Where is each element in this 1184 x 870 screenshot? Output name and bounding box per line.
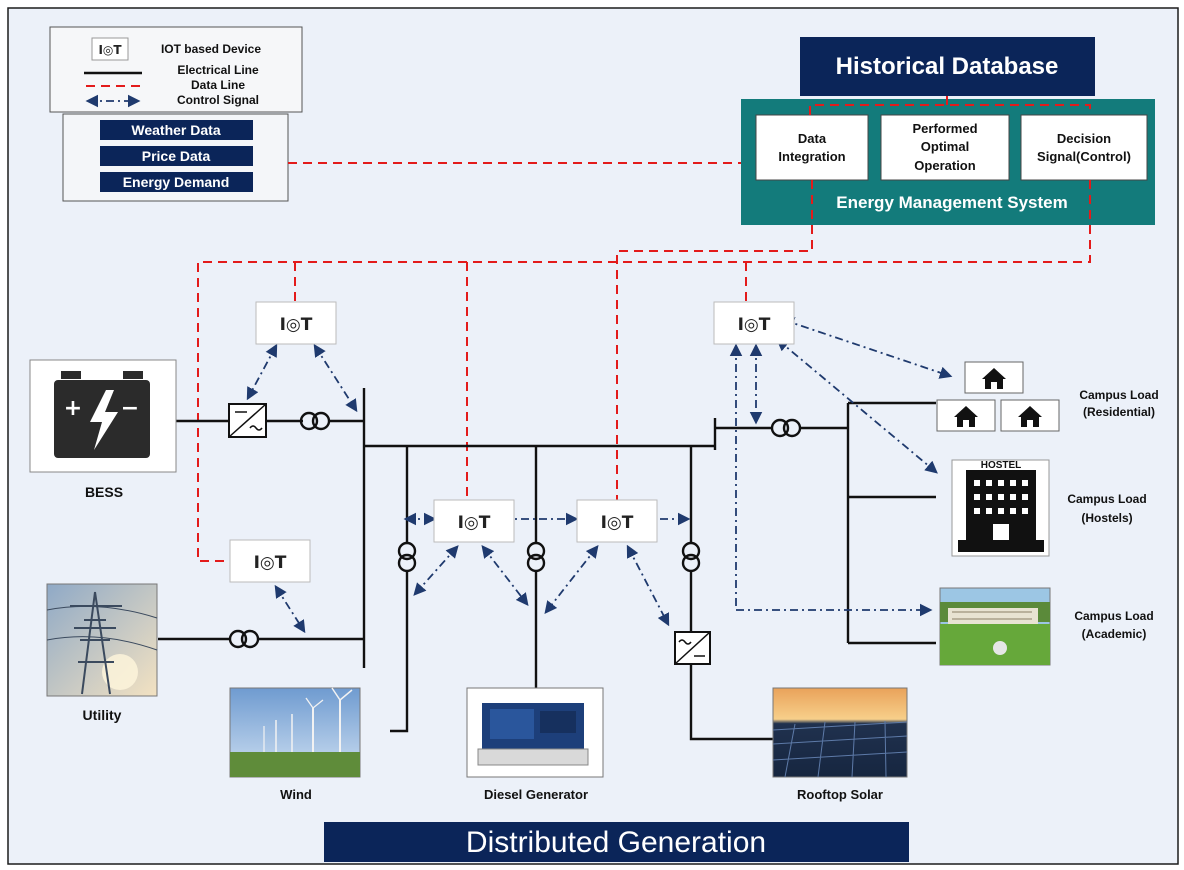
iot-icon: I◎T — [280, 315, 313, 335]
ems-title: Energy Management System — [836, 193, 1067, 212]
ctrl-iot2-utility — [274, 584, 306, 634]
svg-text:+: + — [64, 396, 82, 421]
input-data-panel: Weather Data Price Data Energy Demand — [62, 113, 289, 202]
ems-box3-line1: Decision — [1057, 131, 1111, 146]
iot-device-1: I◎T — [255, 301, 337, 345]
legend-iot-icon — [91, 37, 129, 61]
house-icon — [964, 361, 1024, 394]
ctrl-iot3-diesel — [481, 545, 529, 606]
hostel-building-icon: HOSTEL — [951, 459, 1050, 557]
ems-box2-line2: Optimal — [921, 139, 969, 154]
legend: I◎T IOT based Device Electrical Line Dat… — [49, 26, 303, 113]
ems-box1-line1: Data — [798, 131, 827, 146]
iot-icon: I◎T — [601, 513, 634, 533]
energy-demand-label: Energy Demand — [123, 174, 230, 190]
transformer-solar — [681, 541, 701, 573]
ems-decision-signal-box — [1020, 114, 1148, 181]
diesel-generator-picture — [466, 687, 604, 778]
ctrl-iot1-converter — [246, 343, 278, 401]
ems-box2-line3: Operation — [914, 158, 975, 173]
electrical-lines — [158, 388, 936, 741]
utility-label: Utility — [83, 707, 122, 723]
price-data-tag — [100, 146, 253, 166]
house-icon — [936, 399, 996, 432]
ems-box3-line2: Signal(Control) — [1037, 149, 1131, 164]
ems-optimal-operation-box — [880, 114, 1010, 181]
data-line-ems-to-iot4 — [616, 180, 813, 500]
utility-pylon-picture — [46, 583, 158, 697]
bess-battery-icon: + − — [29, 359, 177, 473]
distributed-generation-title: Distributed Generation — [466, 826, 766, 859]
legend-iot-glyph: I◎T — [98, 43, 122, 57]
residential-houses — [936, 361, 1060, 432]
control-signals — [246, 317, 953, 634]
iot-icon: I◎T — [458, 513, 491, 533]
energy-management-system: Data Integration Performed Optimal Opera… — [741, 99, 1155, 225]
legend-iot-label: IOT based Device — [161, 42, 261, 56]
data-lines — [197, 96, 1091, 562]
transformer-utility — [228, 629, 260, 649]
diesel-generator-label: Diesel Generator — [484, 787, 588, 802]
ems-box2-line1: Performed — [912, 121, 977, 136]
solar-inverter — [674, 631, 711, 665]
distributed-generation-banner — [324, 822, 909, 862]
transformer-bess — [299, 411, 331, 431]
ctrl-iot5-hostel — [776, 338, 938, 474]
academic-building-picture — [939, 587, 1051, 666]
weather-data-label: Weather Data — [131, 122, 220, 138]
bess-label: BESS — [85, 484, 123, 500]
iot-device-2: I◎T — [229, 539, 311, 583]
residential-load-label-1: Campus Load — [1079, 388, 1158, 402]
academic-load-label-2: (Academic) — [1082, 627, 1147, 641]
hostel-load-label-2: (Hostels) — [1081, 511, 1132, 525]
wind-turbine-picture — [229, 687, 361, 778]
historical-database-title: Historical Database — [836, 53, 1059, 80]
academic-load-label-1: Campus Load — [1074, 609, 1153, 623]
weather-data-tag — [100, 120, 253, 140]
ctrl-iot3-wind — [413, 545, 459, 596]
svg-text:−: − — [121, 396, 139, 421]
price-data-label: Price Data — [142, 148, 211, 164]
legend-box — [49, 26, 303, 113]
iot-device-3: I◎T — [433, 499, 515, 543]
iot-device-4: I◎T — [576, 499, 658, 543]
ctrl-iot4-solar — [626, 544, 670, 627]
hostel-sign: HOSTEL — [981, 460, 1022, 471]
ems-data-integration-box — [755, 114, 869, 181]
hostel-load-label-1: Campus Load — [1067, 492, 1146, 506]
solar-line-c — [689, 664, 773, 741]
ctrl-iot4-diesel — [544, 545, 599, 614]
legend-electrical-label: Electrical Line — [177, 63, 259, 77]
energy-demand-tag — [100, 172, 253, 192]
iot-device-5: I◎T — [713, 301, 795, 345]
wind-label: Wind — [280, 787, 312, 802]
legend-data-label: Data Line — [191, 78, 245, 92]
iot-icon: I◎T — [254, 553, 287, 573]
bess-converter — [228, 403, 267, 438]
legend-control-label: Control Signal — [177, 93, 259, 107]
wind-line-b — [390, 571, 409, 733]
ems-box1-line2: Integration — [778, 149, 845, 164]
house-icon — [1000, 399, 1060, 432]
rooftop-solar-picture — [772, 687, 908, 778]
data-line-main-loop — [197, 180, 1091, 562]
rooftop-solar-label: Rooftop Solar — [797, 787, 883, 802]
historical-database-box — [800, 37, 1095, 96]
residential-load-label-2: (Residential) — [1083, 405, 1155, 419]
data-line-ems-top — [809, 104, 1091, 115]
iot-icon: I◎T — [738, 315, 771, 335]
ctrl-iot1-bus — [313, 343, 358, 413]
